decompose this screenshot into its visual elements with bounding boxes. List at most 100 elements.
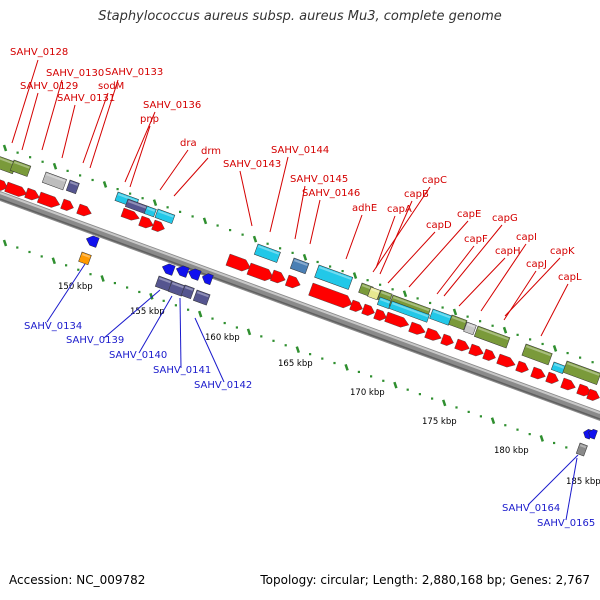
gene-box-gloss bbox=[391, 302, 429, 318]
gene-box-gloss bbox=[117, 193, 138, 203]
upper-tick-minor bbox=[129, 192, 132, 195]
gene-box-gloss bbox=[69, 181, 79, 186]
lower-tick-minor bbox=[504, 424, 507, 427]
upper-tick-minor bbox=[191, 215, 194, 218]
gene-label: SAHV_0136 bbox=[143, 100, 201, 111]
gene-box-gloss bbox=[127, 200, 148, 210]
callout-line bbox=[173, 157, 209, 197]
upper-tick-major bbox=[102, 181, 108, 188]
gene-label: capJ bbox=[526, 259, 547, 270]
gene-arrow bbox=[384, 311, 410, 328]
upper-tick-minor bbox=[116, 187, 119, 191]
callout-line bbox=[179, 297, 182, 369]
gene-box-shape bbox=[192, 289, 211, 306]
upper-tick-minor bbox=[541, 342, 544, 346]
gene-label: capH bbox=[495, 246, 521, 257]
gene-label: SAHV_0142 bbox=[194, 380, 252, 391]
callout-line bbox=[309, 199, 321, 245]
gene-box-gloss bbox=[146, 207, 156, 212]
gene-arrow-shape bbox=[308, 282, 353, 309]
upper-tick-minor bbox=[141, 197, 144, 200]
gene-box-gloss bbox=[13, 161, 30, 169]
lower-tick-minor bbox=[284, 344, 287, 347]
upper-tick-major bbox=[202, 217, 208, 225]
lower-tick-minor bbox=[162, 299, 165, 302]
gene-arrow-shape bbox=[482, 348, 496, 361]
lower-tick-major bbox=[198, 310, 203, 318]
gene-label: capE bbox=[457, 209, 481, 220]
gene-box bbox=[473, 325, 511, 349]
gene-arrow-shape bbox=[349, 299, 363, 312]
callout-line bbox=[540, 283, 569, 337]
gene-box-gloss bbox=[45, 173, 66, 183]
gene-arrow bbox=[162, 263, 176, 276]
lower-tick-minor bbox=[309, 353, 312, 356]
callout-line bbox=[408, 220, 469, 288]
gene-label: SAHV_0129 bbox=[20, 81, 78, 92]
gene-box bbox=[41, 171, 67, 191]
gene-box-gloss bbox=[466, 323, 476, 328]
gene-arrow bbox=[468, 343, 484, 357]
upper-tick-minor bbox=[466, 315, 469, 318]
gene-box bbox=[192, 289, 211, 306]
gene-box bbox=[314, 264, 354, 290]
gene-arrow bbox=[269, 269, 286, 284]
gene-box-gloss bbox=[157, 210, 174, 218]
upper-tick-minor bbox=[41, 160, 44, 163]
accession-label: Accession: NC_009782 bbox=[9, 573, 146, 587]
callout-line bbox=[21, 92, 39, 151]
lower-tick-minor bbox=[553, 441, 556, 445]
tick-label: 165 kbp bbox=[278, 359, 313, 369]
gene-box bbox=[154, 208, 176, 224]
callout-line bbox=[504, 257, 561, 317]
backbone-shadow bbox=[0, 198, 600, 420]
upper-tick-minor bbox=[491, 324, 494, 327]
lower-tick-major bbox=[393, 381, 398, 389]
gene-box-gloss bbox=[477, 327, 509, 341]
gene-label: SAHV_0144 bbox=[271, 145, 329, 156]
gene-box-gloss bbox=[0, 156, 16, 166]
lower-tick-minor bbox=[223, 321, 226, 325]
tick-label: 150 kbp bbox=[58, 282, 93, 292]
gene-label: SAHV_0146 bbox=[302, 188, 360, 199]
gene-box bbox=[253, 243, 281, 263]
gene-arrow bbox=[86, 235, 100, 248]
callout-line bbox=[46, 263, 86, 323]
upper-tick-minor bbox=[316, 260, 319, 264]
gene-label: capF bbox=[464, 234, 488, 245]
tick-label: 175 kbp bbox=[422, 417, 457, 427]
gene-box-gloss bbox=[361, 284, 372, 290]
tick-label: 170 kbp bbox=[350, 388, 385, 398]
gene-box bbox=[388, 300, 430, 323]
upper-tick-minor bbox=[29, 156, 32, 159]
lower-tick-major bbox=[149, 292, 154, 300]
upper-tick-minor bbox=[279, 247, 282, 250]
gene-arrow-shape bbox=[408, 321, 426, 335]
gene-arrow-shape bbox=[138, 215, 154, 229]
lower-tick-minor bbox=[77, 268, 80, 271]
lower-tick-minor bbox=[187, 308, 190, 311]
callout-line bbox=[138, 295, 173, 354]
upper-tick-minor bbox=[16, 151, 19, 154]
gene-box-gloss bbox=[171, 282, 184, 289]
gene-arrow-shape bbox=[545, 371, 559, 384]
callout-line bbox=[503, 270, 537, 321]
gene-box bbox=[9, 159, 32, 177]
gene-arrow bbox=[60, 198, 74, 211]
upper-tick-minor bbox=[79, 174, 82, 177]
upper-tick-minor bbox=[341, 269, 344, 273]
gene-label: capI bbox=[516, 232, 537, 243]
lower-tick-minor bbox=[528, 433, 531, 436]
gene-arrow bbox=[24, 187, 40, 201]
gene-label: capK bbox=[550, 246, 575, 257]
gene-label: sodM bbox=[98, 81, 124, 92]
lower-tick-minor bbox=[406, 388, 409, 391]
upper-tick-minor bbox=[391, 288, 394, 291]
gene-label: SAHV_0131 bbox=[57, 93, 115, 104]
gene-arrow-shape bbox=[176, 265, 190, 278]
gene-box-gloss bbox=[196, 291, 209, 298]
gene-arrow-shape bbox=[202, 273, 214, 286]
lower-tick-minor bbox=[28, 250, 31, 254]
upper-tick-major bbox=[402, 290, 408, 298]
gene-arrow bbox=[176, 265, 190, 278]
